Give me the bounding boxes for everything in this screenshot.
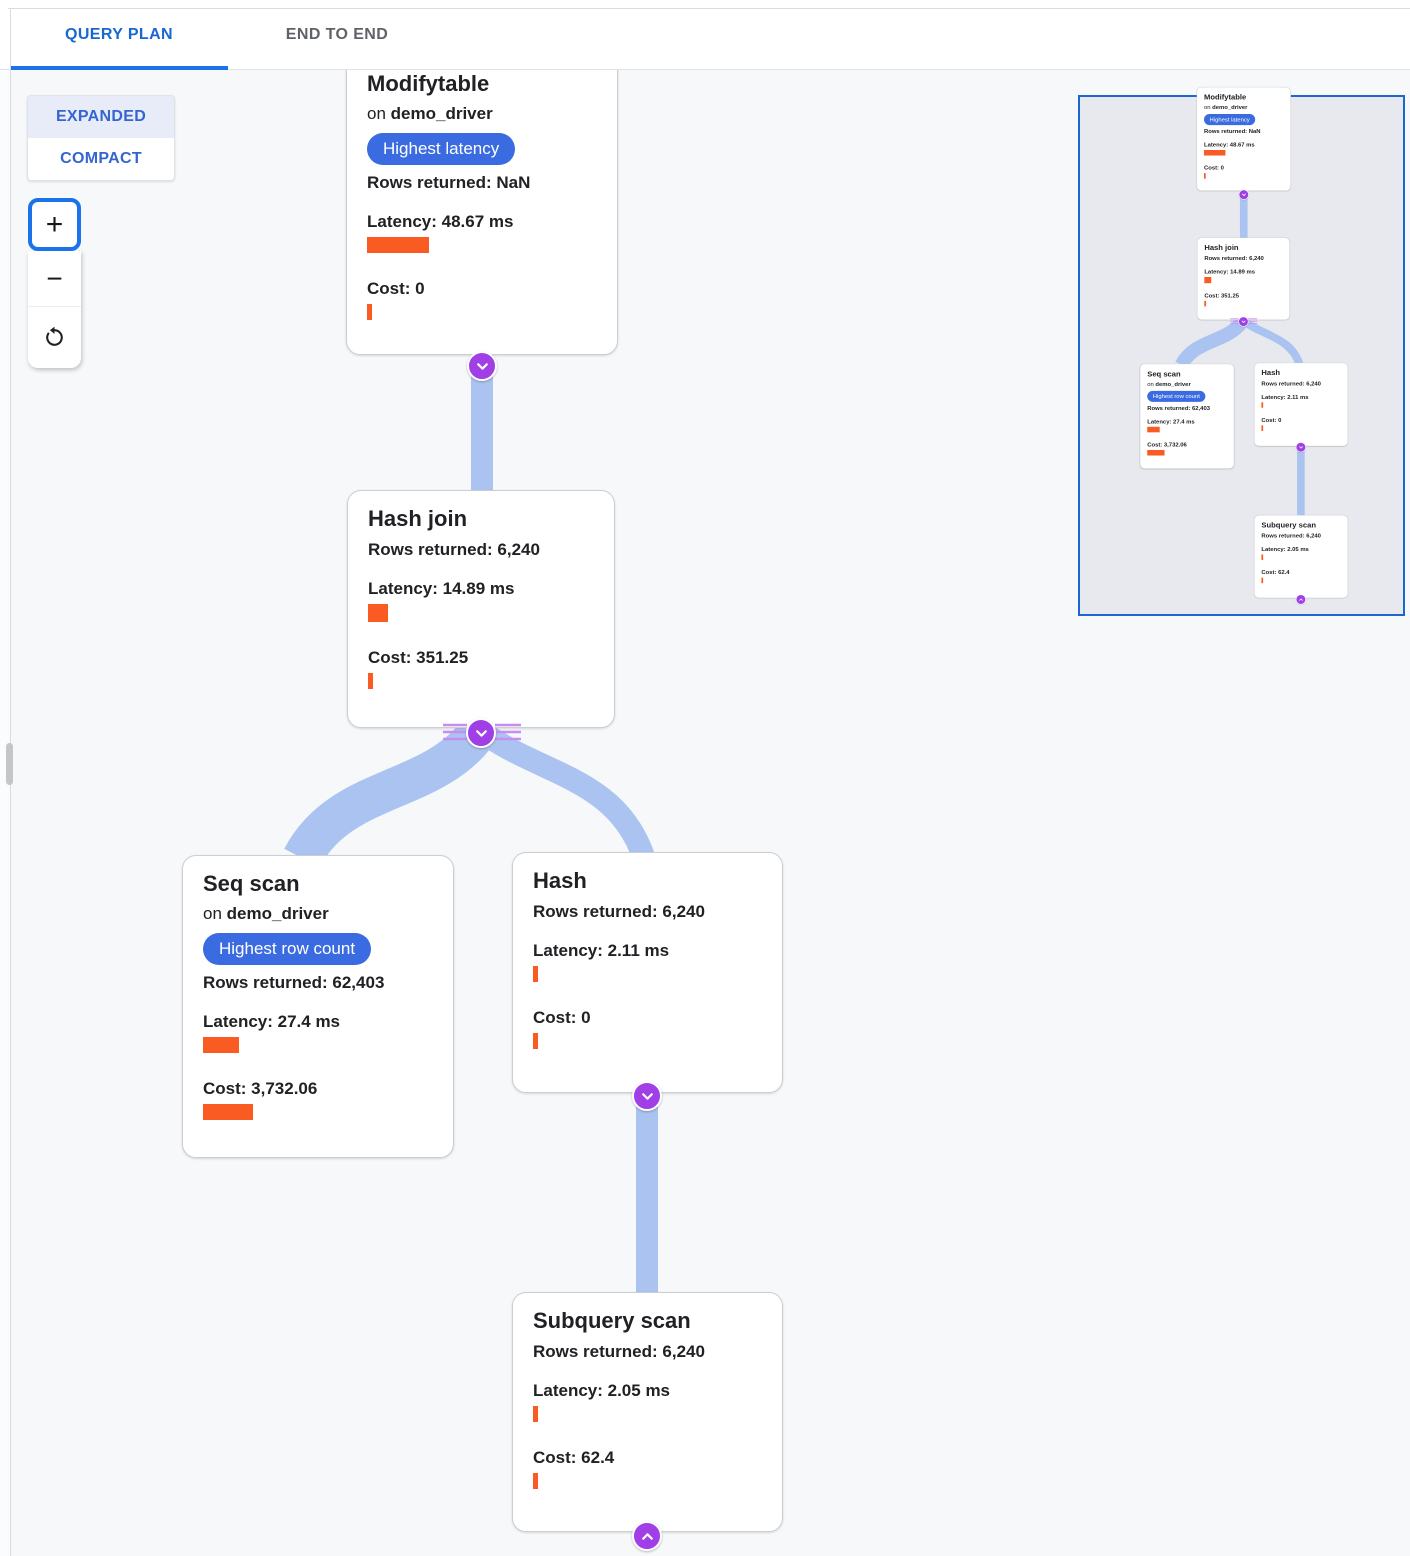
- node-cost: Cost: 3,732.06: [203, 1079, 318, 1099]
- table-name: demo_driver: [390, 104, 493, 124]
- on-prefix: on: [367, 104, 386, 124]
- latency-bar: [368, 604, 388, 623]
- node-cost: Cost: 0: [533, 1008, 591, 1028]
- zoom-out-button[interactable]: −: [28, 251, 81, 306]
- left-scrollbar-thumb[interactable]: [6, 743, 13, 785]
- collapse-connector-hash[interactable]: [632, 1081, 662, 1111]
- plan-node-hash-join[interactable]: Hash join Rows returned: 6,240 Latency: …: [347, 490, 615, 728]
- toggle-expanded-button[interactable]: EXPANDED: [28, 96, 174, 138]
- node-badge: Highest row count: [203, 933, 372, 966]
- node-latency: Latency: 48.67 ms: [367, 212, 514, 232]
- zoom-in-button[interactable]: +: [28, 198, 81, 251]
- node-rows: Rows returned: NaN: [367, 173, 531, 193]
- plan-node-hash[interactable]: Hash Rows returned: 6,240 Latency: 2.11 …: [512, 852, 783, 1093]
- chevron-down-icon: [641, 1092, 653, 1100]
- collapse-handle-lines: [443, 723, 521, 741]
- edge-hashjoin-hash: [481, 726, 655, 863]
- chevron-up-icon: [641, 1532, 653, 1540]
- node-title: Modifytable: [367, 71, 490, 96]
- chevron-down-icon: [476, 362, 488, 370]
- minimap-viewport[interactable]: [1078, 95, 1405, 616]
- node-cost: Cost: 0: [367, 279, 425, 299]
- on-prefix: on: [203, 904, 222, 924]
- top-divider: [8, 8, 1410, 9]
- node-rows: Rows returned: 6,240: [533, 902, 705, 922]
- node-table-line: on demo_driver: [367, 104, 597, 124]
- edge-hashjoin-seqscan: [284, 722, 491, 869]
- plan-node-seq-scan[interactable]: Seq scan on demo_driver Highest row coun…: [182, 855, 454, 1158]
- cost-bar: [533, 1473, 538, 1490]
- node-rows: Rows returned: 62,403: [203, 973, 385, 993]
- node-title: Hash join: [368, 506, 468, 531]
- toggle-compact-button[interactable]: COMPACT: [60, 150, 142, 167]
- latency-bar: [533, 966, 538, 983]
- node-title: Subquery scan: [533, 1308, 691, 1333]
- node-table-line: on demo_driver: [203, 904, 433, 924]
- active-tab-underline: [10, 66, 228, 70]
- node-cost: Cost: 62.4: [533, 1448, 615, 1468]
- node-cost: Cost: 351.25: [368, 648, 469, 668]
- left-gutter: [0, 0, 10, 1556]
- node-title: Hash: [533, 868, 587, 893]
- tab-bar: QUERY PLAN END TO END: [0, 0, 1410, 70]
- node-title: Seq scan: [203, 871, 300, 896]
- tab-query-plan[interactable]: QUERY PLAN: [64, 25, 173, 43]
- cost-bar: [368, 673, 373, 690]
- zoom-controls: −: [28, 251, 81, 368]
- collapse-connector-hash-join[interactable]: [466, 718, 496, 748]
- node-latency: Latency: 2.11 ms: [533, 941, 670, 961]
- chevron-down-icon: [475, 729, 487, 737]
- cost-bar: [533, 1033, 538, 1050]
- plan-node-subquery-scan[interactable]: Subquery scan Rows returned: 6,240 Laten…: [512, 1292, 783, 1532]
- reset-view-icon: [46, 326, 63, 346]
- tab-end-to-end[interactable]: END TO END: [285, 25, 389, 43]
- cost-bar: [203, 1104, 253, 1121]
- expand-connector-subquery-scan[interactable]: [632, 1521, 662, 1551]
- plan-edges: [284, 356, 658, 1300]
- node-badge: Highest latency: [367, 133, 516, 166]
- zoom-reset-button[interactable]: [28, 306, 81, 368]
- node-latency: Latency: 2.05 ms: [533, 1381, 671, 1401]
- view-mode-toggle: EXPANDED COMPACT: [27, 95, 175, 181]
- node-latency: Latency: 27.4 ms: [203, 1012, 341, 1032]
- plan-diagram: Modifytable on demo_driver Highest laten…: [182, 55, 783, 1551]
- minus-icon: −: [46, 262, 63, 294]
- plus-icon: +: [45, 207, 64, 241]
- latency-bar: [367, 237, 429, 254]
- latency-bar: [533, 1406, 538, 1423]
- node-rows: Rows returned: 6,240: [533, 1342, 705, 1362]
- node-rows: Rows returned: 6,240: [368, 540, 540, 560]
- latency-bar: [203, 1037, 239, 1054]
- table-name: demo_driver: [226, 904, 329, 924]
- node-latency: Latency: 14.89 ms: [368, 579, 515, 599]
- plan-node-modifytable[interactable]: Modifytable on demo_driver Highest laten…: [346, 55, 618, 355]
- collapse-connector-modifytable[interactable]: [467, 351, 497, 381]
- cost-bar: [367, 304, 372, 321]
